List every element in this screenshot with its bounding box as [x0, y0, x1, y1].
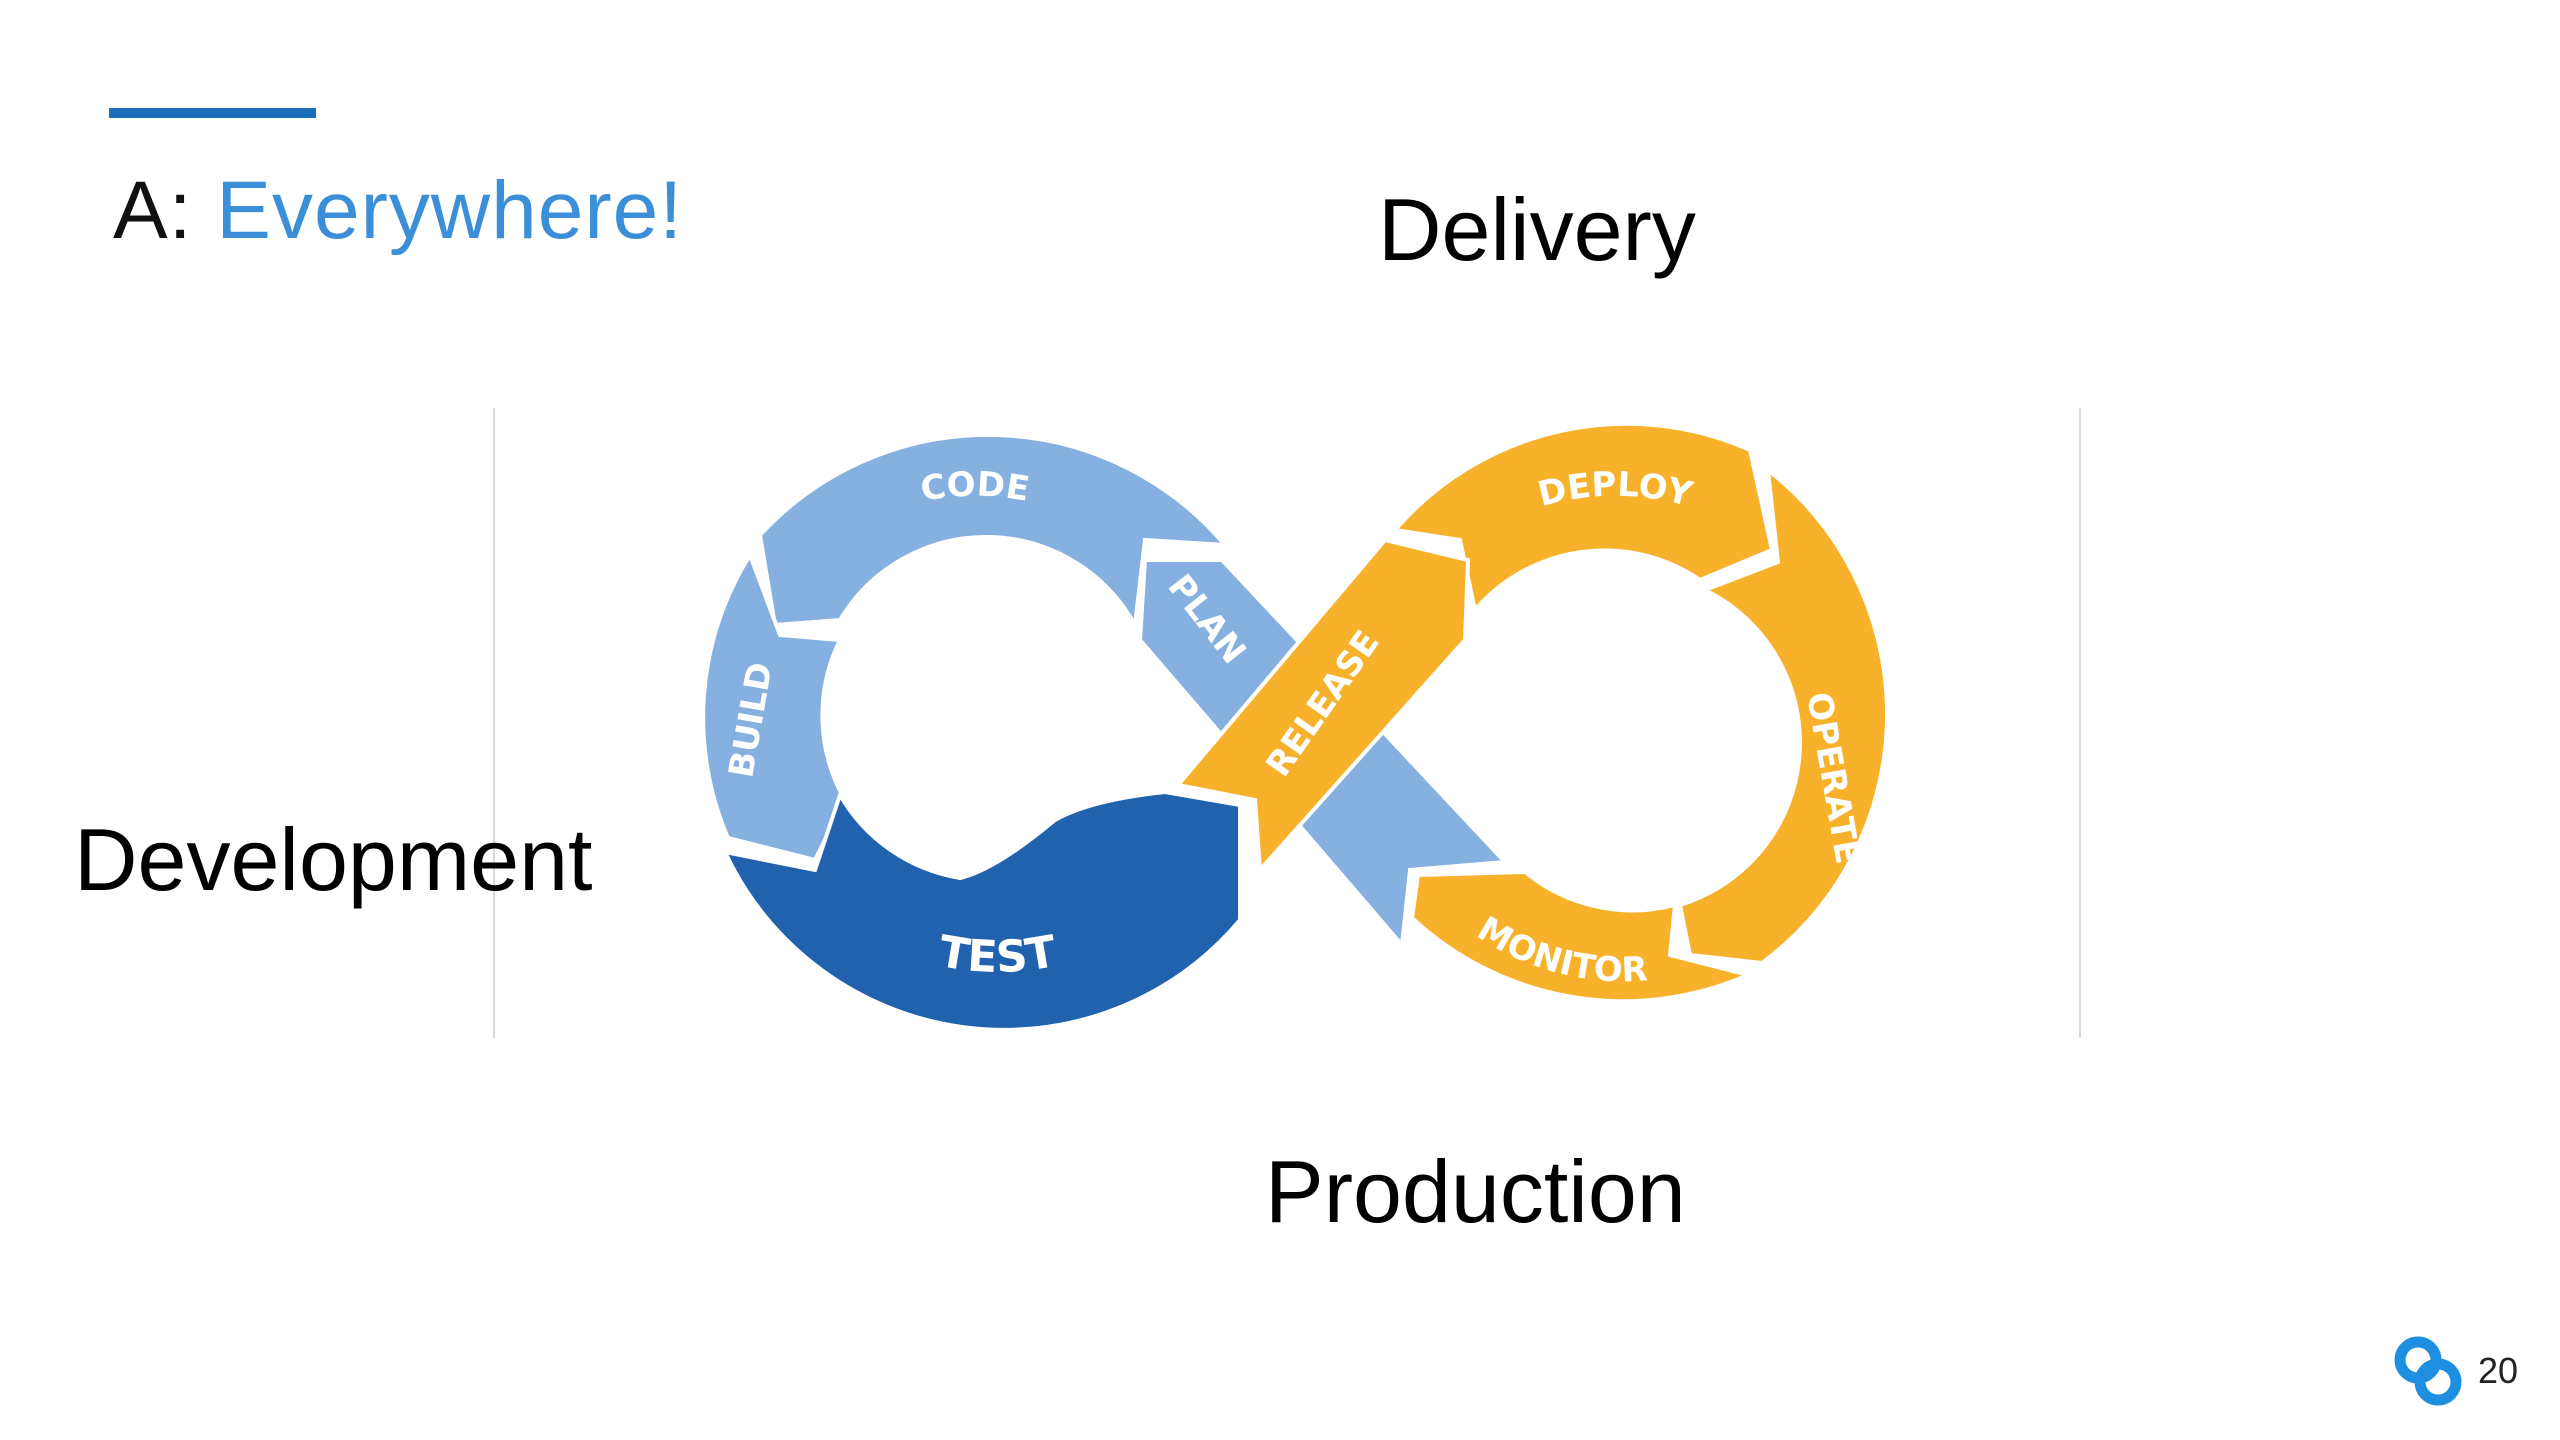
stage-label-development: Development — [74, 810, 593, 909]
stage-label-delivery: Delivery — [1378, 180, 1696, 279]
segment-operate — [1677, 465, 1890, 966]
title-accent-bar — [109, 108, 316, 118]
slide-title: A: Everywhere! — [113, 170, 683, 252]
company-logo-icon — [2394, 1336, 2462, 1406]
segment-label-test: TEST — [935, 926, 1060, 983]
segment-code — [757, 433, 1230, 632]
segment-release — [1174, 537, 1471, 875]
segment-build — [701, 550, 848, 863]
divider-left — [493, 408, 495, 1038]
title-prefix: A: — [113, 165, 193, 256]
segment-monitor — [1409, 869, 1755, 1004]
divider-right — [2079, 408, 2081, 1038]
segment-deploy — [1391, 421, 1775, 615]
segment-test — [721, 789, 1242, 1032]
page-number: 20 — [2478, 1350, 2519, 1391]
title-accent: Everywhere! — [216, 165, 684, 256]
stage-label-production: Production — [1265, 1142, 1686, 1241]
